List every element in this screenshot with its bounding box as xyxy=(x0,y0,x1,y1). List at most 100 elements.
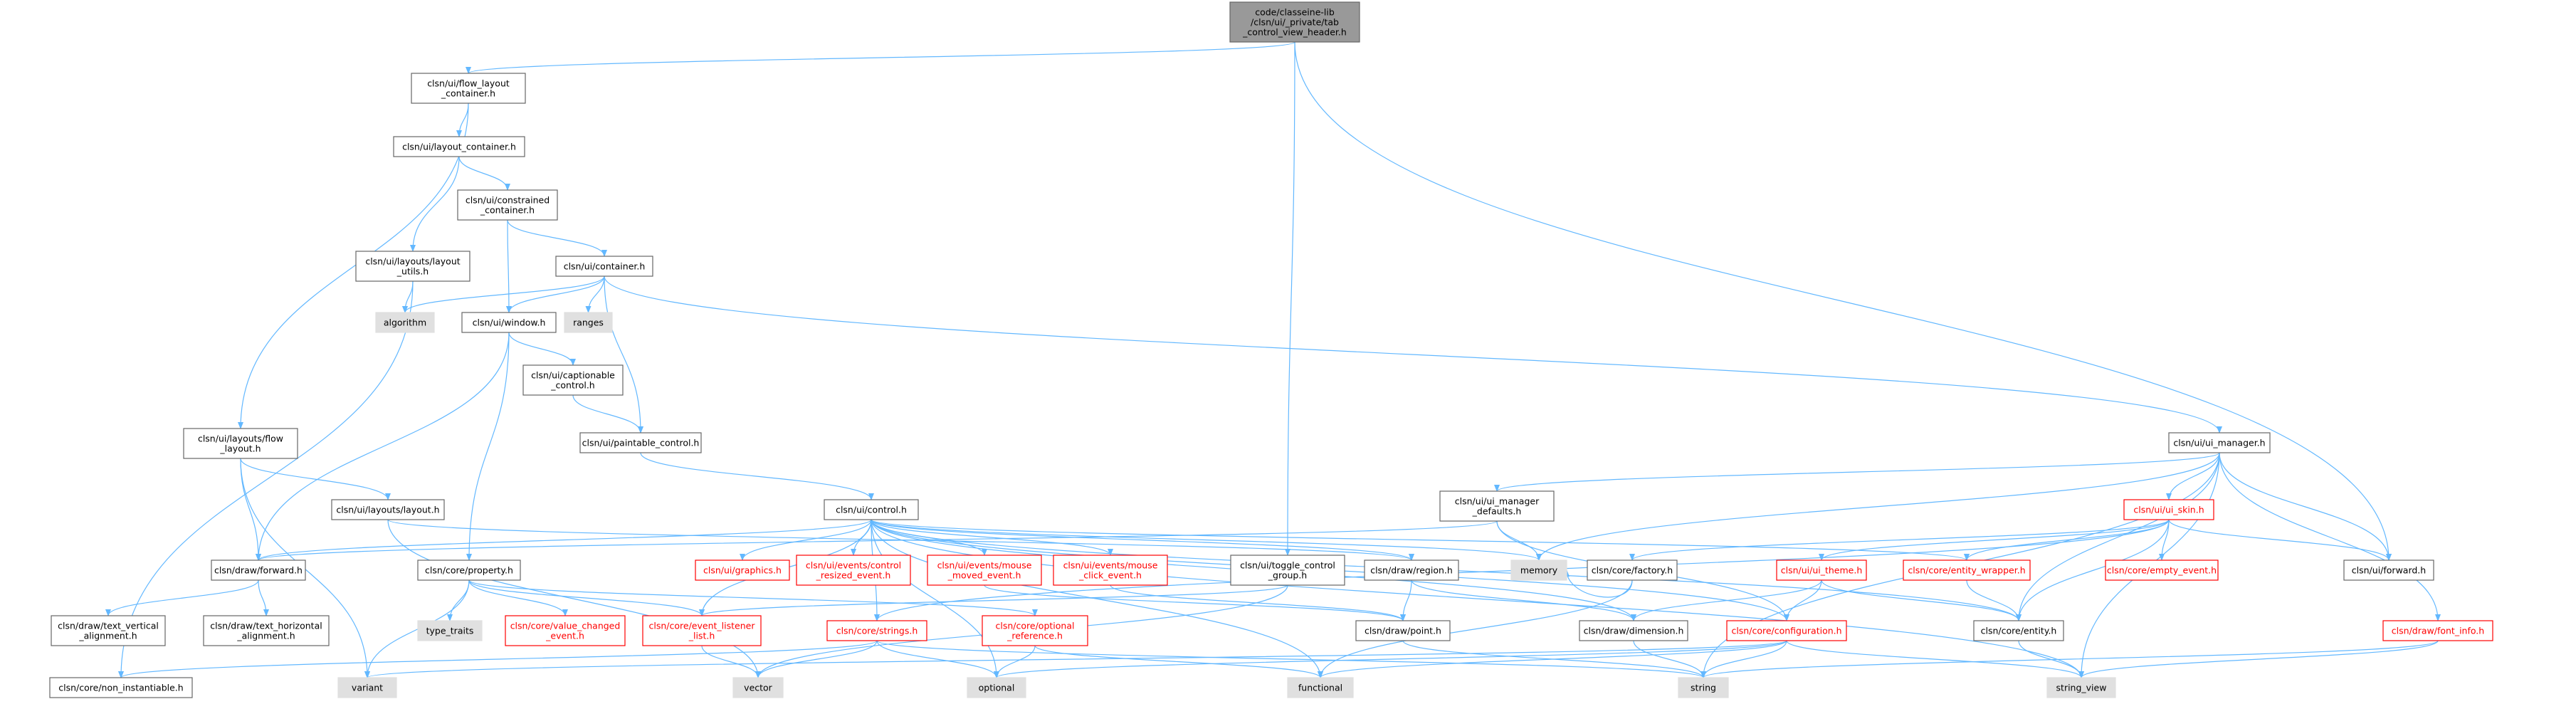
edge-cont-to-win xyxy=(506,275,605,313)
node-clsn-core-non-instantiable-h[interactable]: clsn/core/non_instantiable.h xyxy=(49,677,193,698)
node-clsn-draw-region-h[interactable]: clsn/draw/region.h xyxy=(1364,559,1459,581)
edge-mme-to-pt xyxy=(984,584,1406,621)
node-box xyxy=(49,677,193,698)
node-label: clsn/ui/layouts/layout.h xyxy=(336,505,439,515)
node-variant[interactable]: variant xyxy=(337,677,397,698)
node-clsn-ui-layouts-layout-utils-h[interactable]: clsn/ui/layouts/layout_utils.h xyxy=(355,251,470,282)
node-box xyxy=(642,615,762,646)
node-string[interactable]: string xyxy=(1678,677,1729,698)
node-label: clsn/ui/captionable_control.h xyxy=(531,370,615,391)
node-algorithm[interactable]: algorithm xyxy=(375,312,435,333)
node-clsn-ui-container-h[interactable]: clsn/ui/container.h xyxy=(555,256,653,277)
node-clsn-core-strings-h[interactable]: clsn/core/strings.h xyxy=(826,620,927,641)
node-ranges[interactable]: ranges xyxy=(564,312,613,333)
node-clsn-ui-layout-container-h[interactable]: clsn/ui/layout_container.h xyxy=(393,136,525,157)
node-clsn-ui-graphics-h[interactable]: clsn/ui/graphics.h xyxy=(695,559,790,581)
edge-fac-to-mem xyxy=(1564,569,1633,598)
node-clsn-ui-ui-skin-h[interactable]: clsn/ui/ui_skin.h xyxy=(2123,499,2214,520)
node-label: vector xyxy=(744,683,773,693)
node-box xyxy=(695,559,790,581)
node-label: clsn/ui/constrained_container.h xyxy=(466,195,550,216)
node-clsn-ui-paintable-control-h[interactable]: clsn/ui/paintable_control.h xyxy=(579,432,702,453)
node-memory[interactable]: memory xyxy=(1510,559,1567,581)
node-clsn-core-entity-h[interactable]: clsn/core/entity.h xyxy=(1973,620,2064,641)
node-clsn-ui-layouts-flow-layout-h[interactable]: clsn/ui/layouts/flow_layout.h xyxy=(183,428,298,459)
node-label: variant xyxy=(352,683,383,693)
node-type-traits[interactable]: type_traits xyxy=(417,620,483,641)
node-label: algorithm xyxy=(384,317,426,328)
node-vector[interactable]: vector xyxy=(732,677,784,698)
node-clsn-core-event-listener-list-h[interactable]: clsn/core/event_listener_list.h xyxy=(642,615,762,646)
edge-root-to-ufw xyxy=(1294,41,2392,561)
node-clsn-ui-ui-manager-h[interactable]: clsn/ui/ui_manager.h xyxy=(2168,432,2271,453)
edge-tcg-to-ell xyxy=(699,584,1288,616)
edge-ctl-to-mem xyxy=(871,519,1542,561)
edge-ll-to-vec xyxy=(387,519,761,678)
node-box xyxy=(337,677,397,698)
node-clsn-ui-ui-manager-defaults-h[interactable]: clsn/ui/ui_manager_defaults.h xyxy=(1439,490,1555,522)
edge-cc-to-win xyxy=(505,219,512,313)
edge-flc-to-lc xyxy=(456,103,469,137)
edge-root-to-flc xyxy=(466,41,1295,74)
node-box xyxy=(732,677,784,698)
edge-str-to-string xyxy=(876,640,1706,678)
node-clsn-ui-events-control-resized-event-h[interactable]: clsn/ui/events/control_resized_event.h xyxy=(796,555,911,586)
node-box xyxy=(1230,555,1345,586)
node-clsn-ui-constrained-container-h[interactable]: clsn/ui/constrained_container.h xyxy=(457,189,558,221)
node-clsn-core-property-h[interactable]: clsn/core/property.h xyxy=(417,559,521,581)
node-clsn-ui-toggle-control-group-h[interactable]: clsn/ui/toggle_control_group.h xyxy=(1230,555,1345,586)
node-label: ranges xyxy=(573,317,604,328)
edge-lc-to-lu xyxy=(410,156,460,252)
node-clsn-draw-dimension-h[interactable]: clsn/draw/dimension.h xyxy=(1579,620,1688,641)
node-clsn-draw-point-h[interactable]: clsn/draw/point.h xyxy=(1355,620,1451,641)
edge-um-to-umd xyxy=(1494,452,2220,492)
edge-lfl-to-dfw xyxy=(240,458,261,561)
node-clsn-core-entity-wrapper-h[interactable]: clsn/core/entity_wrapper.h xyxy=(1903,559,2031,581)
node-clsn-draw-text-horizontal-alignment-h[interactable]: clsn/draw/text_horizontal_alignment.h xyxy=(203,615,330,646)
node-optional[interactable]: optional xyxy=(967,677,1026,698)
node-clsn-core-empty-event-h[interactable]: clsn/core/empty_event.h xyxy=(2105,559,2219,581)
node-clsn-ui-events-mouse-moved-event-h[interactable]: clsn/ui/events/mouse_moved_event.h xyxy=(927,555,1042,586)
node-clsn-draw-font-info-h[interactable]: clsn/draw/font_info.h xyxy=(2382,620,2493,641)
node-box xyxy=(1973,620,2064,641)
node-box xyxy=(1903,559,2031,581)
node-label: clsn/draw/font_info.h xyxy=(2392,626,2484,636)
node-box xyxy=(505,615,626,646)
node-clsn-ui-layouts-layout-h[interactable]: clsn/ui/layouts/layout.h xyxy=(331,499,445,520)
node-clsn-draw-forward-h[interactable]: clsn/draw/forward.h xyxy=(211,559,306,581)
node-clsn-ui-events-mouse-click-event-h[interactable]: clsn/ui/events/mouse_click_event.h xyxy=(1053,555,1168,586)
node-code-classeine-lib-clsn-ui-private-tab-control-view-header-h[interactable]: code/classeine-lib/clsn/ui/_private/tab_… xyxy=(1229,1,1360,43)
node-label: clsn/ui/paintable_control.h xyxy=(582,438,700,448)
edge-theme-to-conf xyxy=(1784,579,1822,621)
node-label: clsn/draw/forward.h xyxy=(214,565,303,576)
node-clsn-core-factory-h[interactable]: clsn/core/factory.h xyxy=(1587,559,1678,581)
edge-cont-to-um xyxy=(604,275,2222,434)
node-string-view[interactable]: string_view xyxy=(2046,677,2116,698)
node-clsn-ui-ui-theme-h[interactable]: clsn/ui/ui_theme.h xyxy=(1776,559,1867,581)
node-functional[interactable]: functional xyxy=(1287,677,1354,698)
edge-ew-to-ent xyxy=(1966,579,2022,621)
node-box xyxy=(393,136,525,157)
node-box xyxy=(461,312,557,333)
node-clsn-draw-text-vertical-alignment-h[interactable]: clsn/draw/text_vertical_alignment.h xyxy=(51,615,166,646)
node-label: clsn/core/event_listener_list.h xyxy=(649,621,756,641)
edge-conf-to-string xyxy=(1700,640,1787,678)
node-label: clsn/core/empty_event.h xyxy=(2107,565,2217,576)
edge-dfw-to-tva xyxy=(105,579,259,616)
node-clsn-ui-forward-h[interactable]: clsn/ui/forward.h xyxy=(2343,559,2434,581)
edge-um-to-fi xyxy=(2219,452,2441,621)
edge-um-to-mem xyxy=(1536,452,2220,561)
node-clsn-ui-control-h[interactable]: clsn/ui/control.h xyxy=(824,499,919,520)
node-clsn-core-optional-reference-h[interactable]: clsn/core/optional_reference.h xyxy=(982,615,1088,646)
edge-conf-to-func xyxy=(1318,640,1787,678)
node-clsn-ui-flow-layout-container-h[interactable]: clsn/ui/flow_layout_container.h xyxy=(411,73,526,104)
node-clsn-core-configuration-h[interactable]: clsn/core/configuration.h xyxy=(1726,620,1847,641)
node-box xyxy=(967,677,1026,698)
node-label: clsn/ui/layouts/layout_utils.h xyxy=(365,256,460,277)
node-clsn-core-value-changed-event-h[interactable]: clsn/core/value_changed_event.h xyxy=(505,615,626,646)
node-label: clsn/core/factory.h xyxy=(1592,565,1673,576)
node-box xyxy=(579,432,702,453)
node-clsn-ui-window-h[interactable]: clsn/ui/window.h xyxy=(461,312,557,333)
node-clsn-ui-captionable-control-h[interactable]: clsn/ui/captionable_control.h xyxy=(522,364,624,396)
node-label: clsn/ui/toggle_control_group.h xyxy=(1240,560,1335,581)
